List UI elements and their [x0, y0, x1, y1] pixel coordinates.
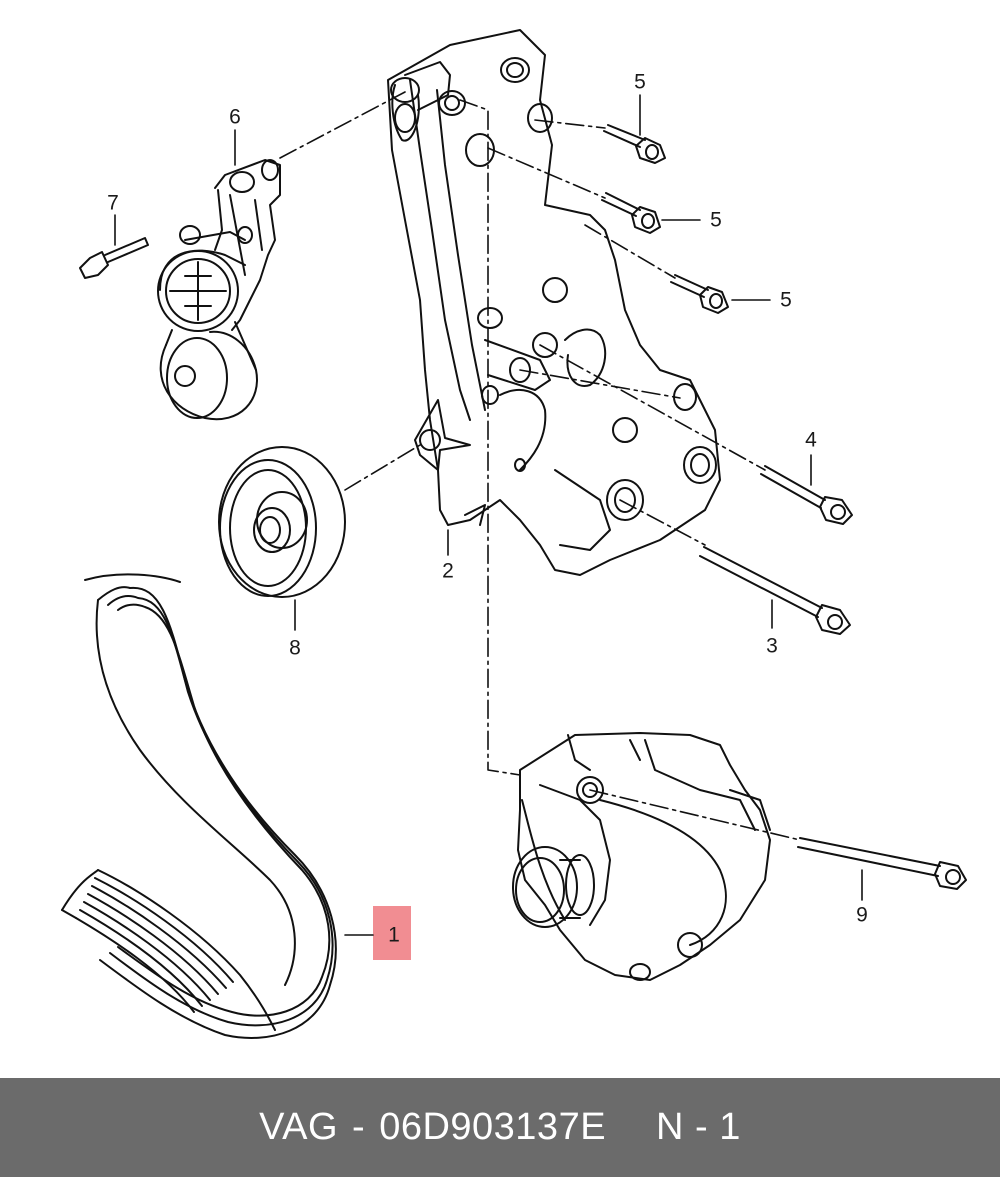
- idler-pulley: [218, 446, 346, 598]
- separator: -: [352, 1106, 366, 1148]
- callout-6: 6: [229, 105, 241, 129]
- callout-leaders: [114, 94, 863, 936]
- callout-2: 2: [442, 559, 454, 583]
- poly-v-belt: [61, 573, 337, 1039]
- callout-8: 8: [289, 636, 301, 660]
- alternator: [512, 732, 771, 981]
- part-info-footer: VAG - 06D903137E N - 1: [0, 1078, 1000, 1177]
- diagram-position: N - 1: [656, 1106, 741, 1148]
- callout-1: 1: [388, 923, 400, 947]
- bolt-3: [699, 546, 851, 635]
- callout-3: 3: [766, 634, 778, 658]
- assembly-dashed-lines: [279, 91, 801, 841]
- bolt-4: [760, 465, 853, 525]
- bolt-5-lower: [670, 274, 729, 314]
- bolt-9: [797, 837, 967, 890]
- bolt-5-middle: [601, 192, 661, 234]
- callout-5-upper: 5: [634, 70, 646, 94]
- alternator-bracket: [387, 29, 721, 576]
- brand-label: VAG: [259, 1106, 339, 1148]
- bolt-7: [79, 237, 149, 279]
- callout-7: 7: [107, 191, 119, 215]
- bolt-5-upper: [603, 124, 666, 164]
- callout-5-middle: 5: [710, 208, 722, 232]
- callout-9: 9: [856, 903, 868, 927]
- callout-4: 4: [805, 428, 817, 452]
- exploded-parts-diagram: [61, 29, 967, 1039]
- part-number: 06D903137E: [379, 1106, 607, 1148]
- highlighted-callout-box: [373, 906, 411, 960]
- callout-5-lower: 5: [780, 288, 792, 312]
- belt-tensioner: [157, 159, 281, 421]
